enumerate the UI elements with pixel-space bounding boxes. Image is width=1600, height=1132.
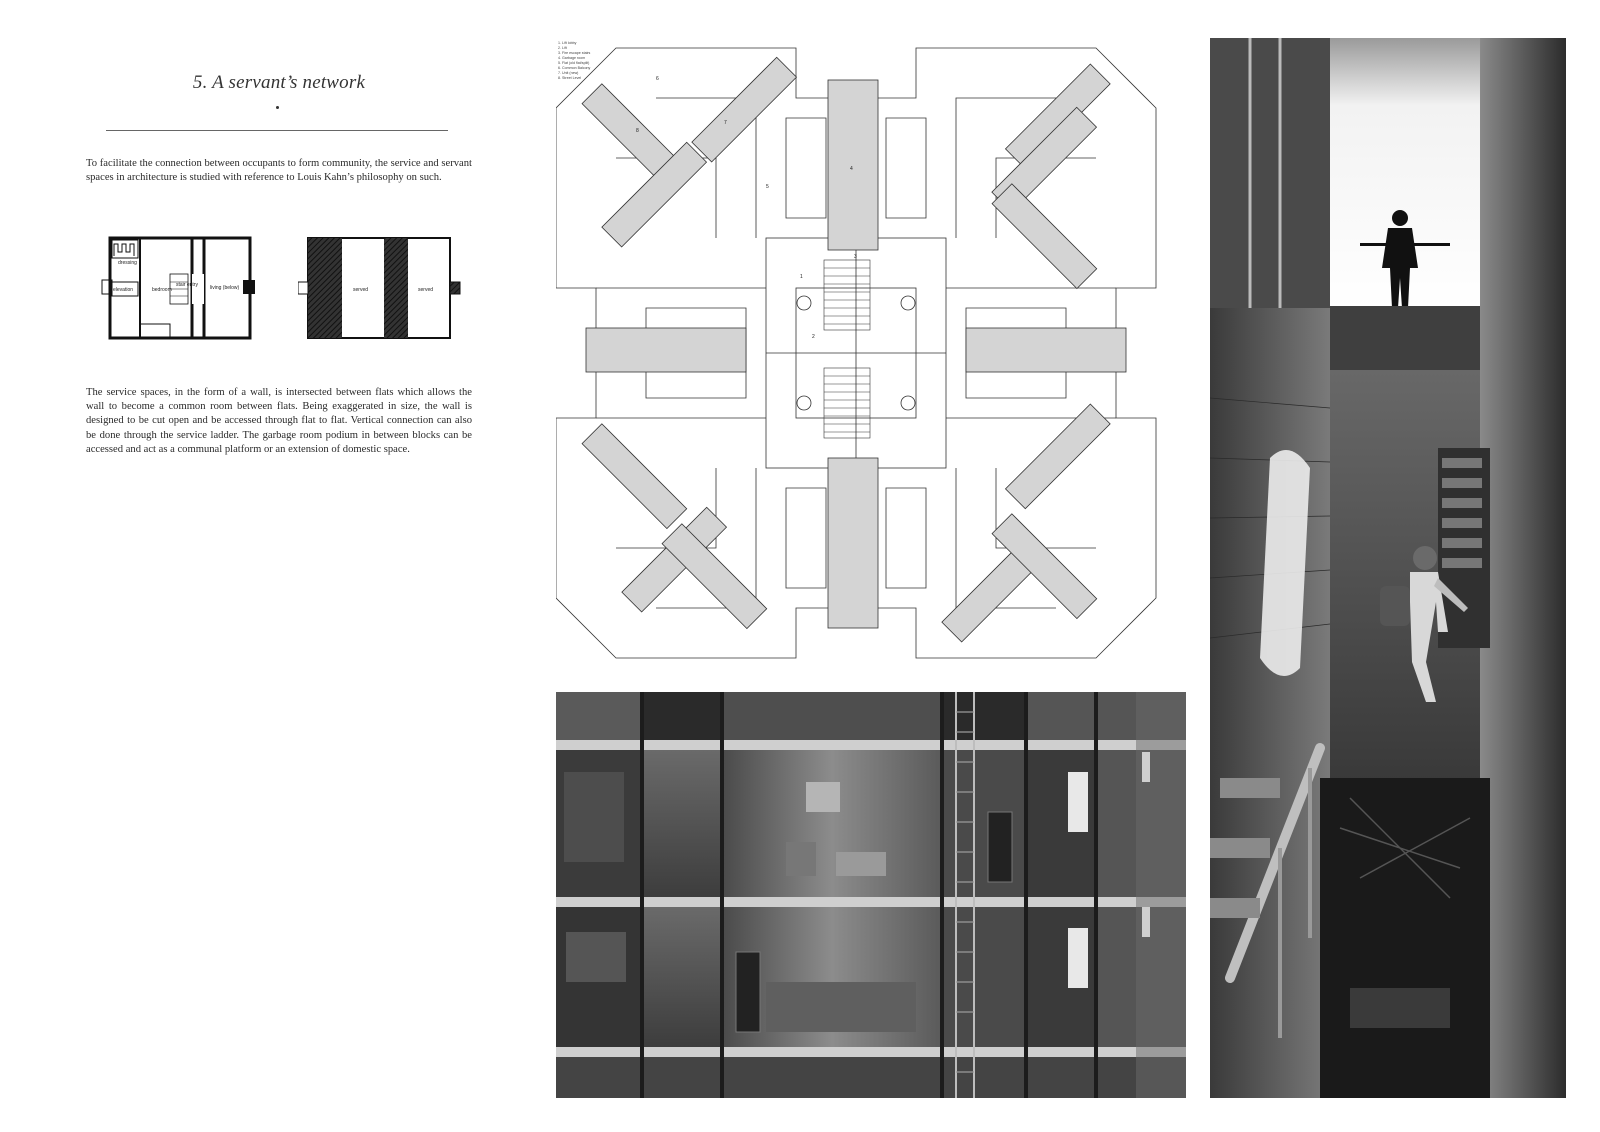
room-number-5: 5 <box>766 184 769 190</box>
label-stair-entry: stair entry <box>176 282 198 288</box>
service-wall-se-1 <box>1004 403 1111 510</box>
room-number-1: 1 <box>800 274 803 280</box>
intro-paragraph: To facilitate the connection between occ… <box>86 158 472 184</box>
service-wall-sw-1 <box>581 423 688 530</box>
service-wall-south <box>827 457 879 629</box>
service-wall-ne-3 <box>991 183 1098 290</box>
room-number-2: 2 <box>812 334 815 340</box>
legend-item-8: 8. Street Level <box>558 76 581 80</box>
label-served-2: served <box>418 287 433 293</box>
room-number-6: 6 <box>656 76 659 82</box>
legend-item-1: 1. Lift lobby <box>558 41 577 45</box>
legend-item-6: 6. Common Balcony <box>558 66 591 70</box>
room-number-3: 3 <box>854 254 857 260</box>
room-number-8: 8 <box>636 128 639 134</box>
room-number-4: 4 <box>850 166 853 172</box>
kahn-plan-servant-served: served served <box>298 234 463 344</box>
label-dressing: dressing <box>118 260 137 266</box>
tower-floor-plan: 1. Lift lobby 2. Lift 3. Fire escape sta… <box>556 38 1158 670</box>
legend-item-7: 7. Unit (new) <box>558 71 578 75</box>
section-perspective-image <box>556 692 1186 1098</box>
legend-item-2: 2. Lift <box>558 46 567 50</box>
title-dot <box>276 106 279 109</box>
servant-shaft-render <box>1210 38 1566 1098</box>
service-wall-nw-2 <box>691 56 798 163</box>
legend-item-3: 3. Fire escape stairs <box>558 51 591 55</box>
legend-item-4: 4. Garbage room <box>558 56 585 60</box>
description-paragraph: The service spaces, in the form of a wal… <box>86 387 472 455</box>
title-divider <box>106 130 448 131</box>
label-living: living (below) <box>210 285 240 291</box>
service-wall-east <box>965 327 1127 373</box>
service-wall-nw-3 <box>601 141 708 248</box>
legend-item-5: 5. Flat (old flat/split) <box>558 61 589 65</box>
service-wall-north <box>827 79 879 251</box>
service-wall-sw-2 <box>621 506 728 613</box>
plan-legend: 1. Lift lobby 2. Lift 3. Fire escape sta… <box>558 41 591 80</box>
label-elevation: elevation <box>113 287 133 293</box>
service-wall-sw-3 <box>661 523 768 630</box>
room-number-7: 7 <box>724 120 727 126</box>
service-wall-west <box>585 327 747 373</box>
service-wall-se-3 <box>991 513 1098 620</box>
label-served-1: served <box>353 287 368 293</box>
page-title: 5. A servant’s network <box>192 72 366 93</box>
label-bedroom: bedroom <box>152 287 172 293</box>
kahn-plan-labelled: dressing elevation bedroom stair entry l… <box>100 234 257 344</box>
